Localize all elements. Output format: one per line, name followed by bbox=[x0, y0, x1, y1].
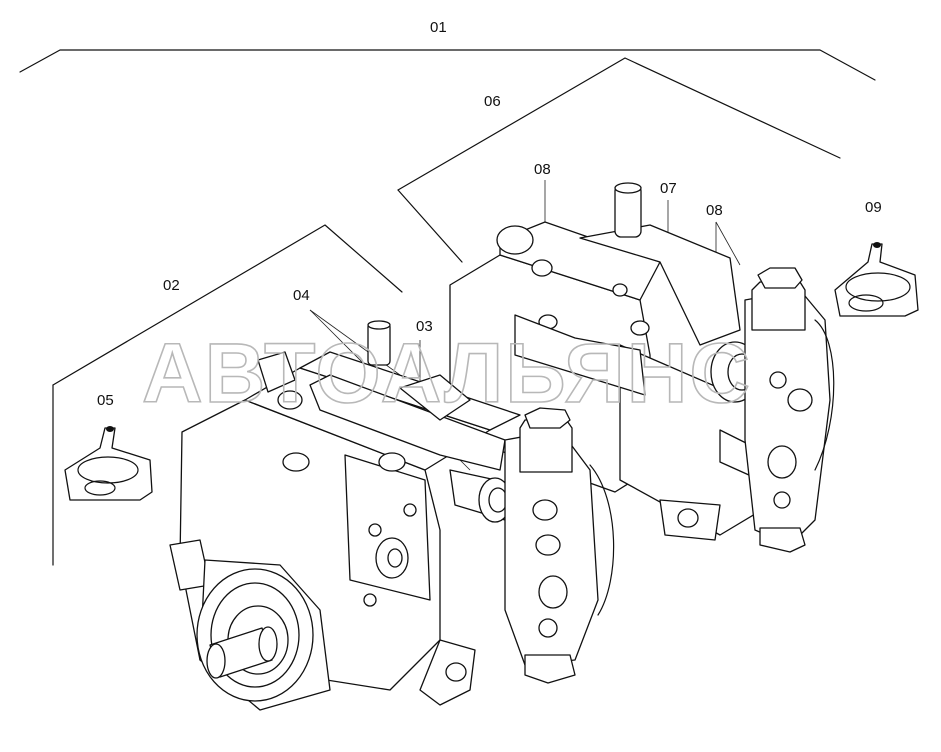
callout-08-left: 08 bbox=[534, 161, 551, 178]
pump-assembly-drawing bbox=[64, 182, 919, 711]
callout-07: 07 bbox=[660, 180, 677, 197]
callout-01: 01 bbox=[430, 19, 447, 36]
front-pump-endcap bbox=[419, 407, 721, 706]
bracket-06 bbox=[397, 57, 841, 263]
callout-05: 05 bbox=[97, 392, 114, 409]
seal-kit-09 bbox=[834, 242, 919, 317]
callout-08-right: 08 bbox=[706, 202, 723, 219]
front-pump-housing bbox=[169, 320, 521, 711]
callout-labels: 01 06 08 07 08 09 02 04 03 05 bbox=[97, 19, 882, 409]
callout-03: 03 bbox=[416, 318, 433, 335]
callout-09: 09 bbox=[865, 199, 882, 216]
watermark-text: АВТОАЛЬЯНС bbox=[142, 326, 752, 420]
bracket-02 bbox=[52, 224, 403, 566]
callout-02: 02 bbox=[163, 277, 180, 294]
seal-kit-05 bbox=[64, 426, 153, 501]
callout-04: 04 bbox=[293, 287, 310, 304]
callout-06: 06 bbox=[484, 93, 501, 110]
rear-pump-endcap bbox=[744, 267, 835, 553]
bracket-01 bbox=[19, 49, 876, 81]
rear-pump-housing bbox=[449, 182, 771, 536]
